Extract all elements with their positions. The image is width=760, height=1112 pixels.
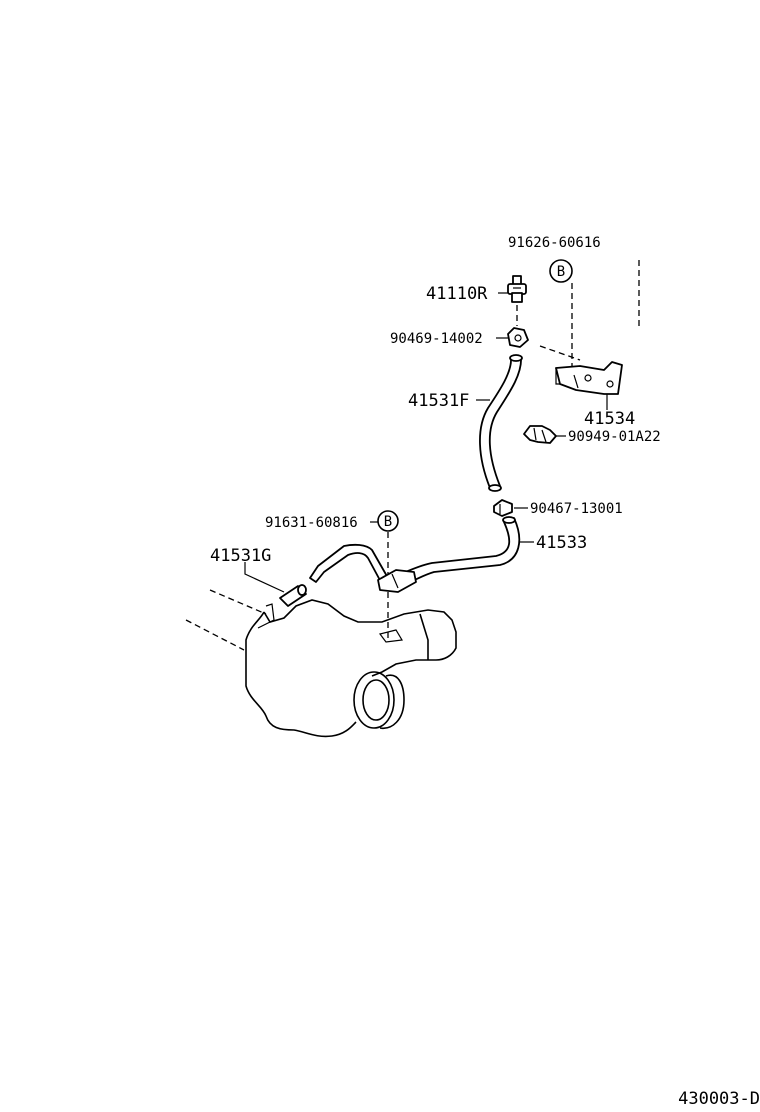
- label-90467-13001: 90467-13001: [530, 501, 623, 517]
- label-91626-60616: 91626-60616: [508, 235, 601, 251]
- label-41534: 41534: [584, 409, 635, 429]
- hose-41531F: [479, 354, 523, 492]
- clamp-90467: [493, 499, 513, 517]
- marker-b-lower: B: [377, 510, 399, 532]
- marker-b-upper-label: B: [557, 264, 565, 280]
- engine-outline: [245, 599, 457, 738]
- label-91631-60816: 91631-60816: [265, 515, 358, 531]
- label-90949-01A22: 90949-01A22: [568, 429, 661, 445]
- clip-90949: [523, 425, 557, 444]
- marker-b-upper: B: [549, 259, 573, 283]
- leader-lines: [244, 292, 608, 593]
- dashed-lines: [185, 260, 640, 651]
- part-labels: 91626-60616 41110R 90469-14002 41531F 41…: [210, 235, 661, 566]
- hose-41531G: [279, 584, 307, 607]
- diagram-id: 430003-D: [678, 1089, 760, 1109]
- label-41531F: 41531F: [408, 391, 469, 411]
- bracket-41534: [555, 361, 623, 395]
- marker-b-lower-label: B: [384, 514, 392, 530]
- label-90469-14002: 90469-14002: [390, 331, 483, 347]
- pipe-41533: [309, 516, 521, 593]
- label-41531G: 41531G: [210, 546, 271, 566]
- label-41110R: 41110R: [426, 284, 488, 304]
- label-41533: 41533: [536, 533, 587, 553]
- valve-41110R: [507, 275, 527, 303]
- clamp-90469: [507, 327, 529, 348]
